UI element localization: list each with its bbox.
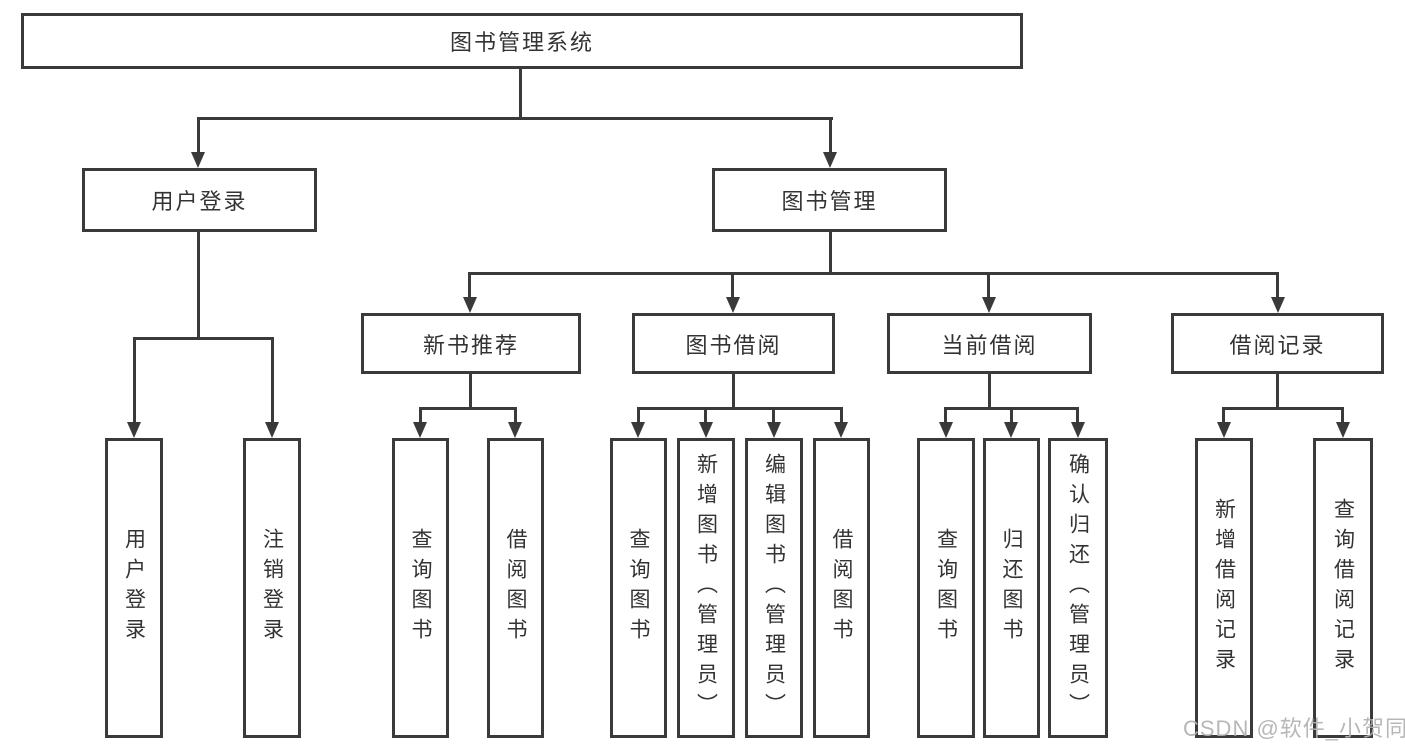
connector-line bbox=[731, 272, 734, 298]
connector-line bbox=[1010, 407, 1013, 423]
arrow-down-icon bbox=[508, 422, 522, 438]
leaf-add-books-admin: 新增图书（管理员） bbox=[677, 438, 735, 738]
node-book-borrowing: 图书借阅 bbox=[632, 313, 835, 374]
arrow-down-icon bbox=[1217, 422, 1231, 438]
connector-line bbox=[1276, 372, 1279, 410]
arrow-down-icon bbox=[1004, 422, 1018, 438]
connector-line bbox=[637, 407, 842, 410]
node-new-book-recommendation: 新书推荐 bbox=[361, 313, 581, 374]
node-label: 用户登录 bbox=[122, 528, 146, 648]
connector-line bbox=[514, 407, 517, 423]
arrow-down-icon bbox=[413, 422, 427, 438]
leaf-return-books: 归还图书 bbox=[983, 438, 1040, 738]
arrow-down-icon bbox=[1336, 422, 1350, 438]
leaf-user-login: 用户登录 bbox=[105, 438, 163, 738]
node-label: 查询借阅记录 bbox=[1331, 498, 1355, 678]
arrow-down-icon bbox=[1071, 422, 1085, 438]
connector-line bbox=[271, 337, 274, 423]
connector-line bbox=[637, 407, 640, 423]
node-label: 查询图书 bbox=[627, 528, 650, 648]
node-label: 归还图书 bbox=[1000, 528, 1023, 648]
node-label: 确认归还（管理员） bbox=[1066, 453, 1090, 723]
connector-line bbox=[829, 230, 832, 275]
connector-line bbox=[772, 407, 775, 423]
arrow-down-icon bbox=[265, 422, 279, 438]
arrow-down-icon bbox=[834, 422, 848, 438]
node-label: 查询图书 bbox=[409, 528, 432, 648]
leaf-add-borrow-record: 新增借阅记录 bbox=[1195, 438, 1253, 738]
leaf-edit-books-admin: 编辑图书（管理员） bbox=[745, 438, 803, 738]
leaf-query-books-2: 查询图书 bbox=[610, 438, 667, 738]
leaf-borrow-books-2: 借阅图书 bbox=[813, 438, 870, 738]
connector-line bbox=[732, 372, 735, 410]
arrow-down-icon bbox=[191, 152, 205, 168]
arrow-down-icon bbox=[939, 422, 953, 438]
node-label: 图书管理系统 bbox=[449, 30, 594, 55]
leaf-query-books-3: 查询图书 bbox=[917, 438, 975, 738]
connector-line bbox=[197, 117, 200, 153]
arrow-down-icon bbox=[823, 152, 837, 168]
leaf-query-books-1: 查询图书 bbox=[392, 438, 449, 738]
connector-line bbox=[1276, 272, 1279, 298]
connector-line bbox=[704, 407, 707, 423]
connector-line bbox=[468, 272, 1279, 275]
node-label: 当前借阅 bbox=[941, 332, 1038, 358]
arrow-down-icon bbox=[767, 422, 781, 438]
connector-line bbox=[829, 117, 832, 153]
connector-line bbox=[944, 407, 947, 423]
leaf-confirm-return-admin: 确认归还（管理员） bbox=[1048, 438, 1108, 738]
node-label: 用户登录 bbox=[151, 189, 248, 214]
connector-line bbox=[197, 117, 833, 120]
arrow-down-icon bbox=[1271, 297, 1285, 313]
watermark: CSDN @软件_小贺同学 bbox=[1183, 716, 1405, 741]
arrow-down-icon bbox=[726, 297, 740, 313]
connector-line bbox=[1222, 407, 1344, 410]
node-label: 图书借阅 bbox=[685, 332, 782, 358]
arrow-down-icon bbox=[127, 422, 141, 438]
node-label: 借阅图书 bbox=[504, 528, 527, 648]
leaf-borrow-books-1: 借阅图书 bbox=[487, 438, 544, 738]
leaf-query-borrow-record: 查询借阅记录 bbox=[1313, 438, 1373, 738]
connector-line bbox=[197, 230, 200, 340]
connector-line bbox=[469, 372, 472, 410]
connector-line bbox=[1341, 407, 1344, 423]
connector-line bbox=[987, 272, 990, 298]
arrow-down-icon bbox=[463, 297, 477, 313]
node-label: 新增图书（管理员） bbox=[694, 453, 718, 723]
connector-line bbox=[1076, 407, 1079, 423]
node-label: 借阅图书 bbox=[830, 528, 853, 648]
node-user-login: 用户登录 bbox=[82, 168, 317, 232]
connector-line bbox=[1222, 407, 1225, 423]
node-label: 新书推荐 bbox=[422, 332, 519, 358]
arrow-down-icon bbox=[982, 297, 996, 313]
connector-line bbox=[468, 272, 471, 298]
connector-line bbox=[840, 407, 843, 423]
node-label: 新增借阅记录 bbox=[1212, 498, 1236, 678]
node-library-management-system: 图书管理系统 bbox=[21, 13, 1023, 69]
node-label: 编辑图书（管理员） bbox=[762, 453, 786, 723]
arrow-down-icon bbox=[699, 422, 713, 438]
node-label: 查询图书 bbox=[934, 528, 958, 648]
leaf-logout: 注销登录 bbox=[243, 438, 301, 738]
node-label: 注销登录 bbox=[260, 528, 284, 648]
node-book-management: 图书管理 bbox=[712, 168, 947, 232]
connector-line bbox=[133, 337, 136, 423]
connector-line bbox=[133, 337, 274, 340]
node-current-borrowing: 当前借阅 bbox=[887, 313, 1092, 374]
connector-line bbox=[419, 407, 517, 410]
connector-line bbox=[988, 372, 991, 410]
node-borrowing-records: 借阅记录 bbox=[1171, 313, 1384, 374]
node-label: 借阅记录 bbox=[1229, 332, 1326, 358]
connector-line bbox=[519, 69, 522, 119]
node-label: 图书管理 bbox=[781, 189, 878, 214]
arrow-down-icon bbox=[631, 422, 645, 438]
connector-line bbox=[419, 407, 422, 423]
